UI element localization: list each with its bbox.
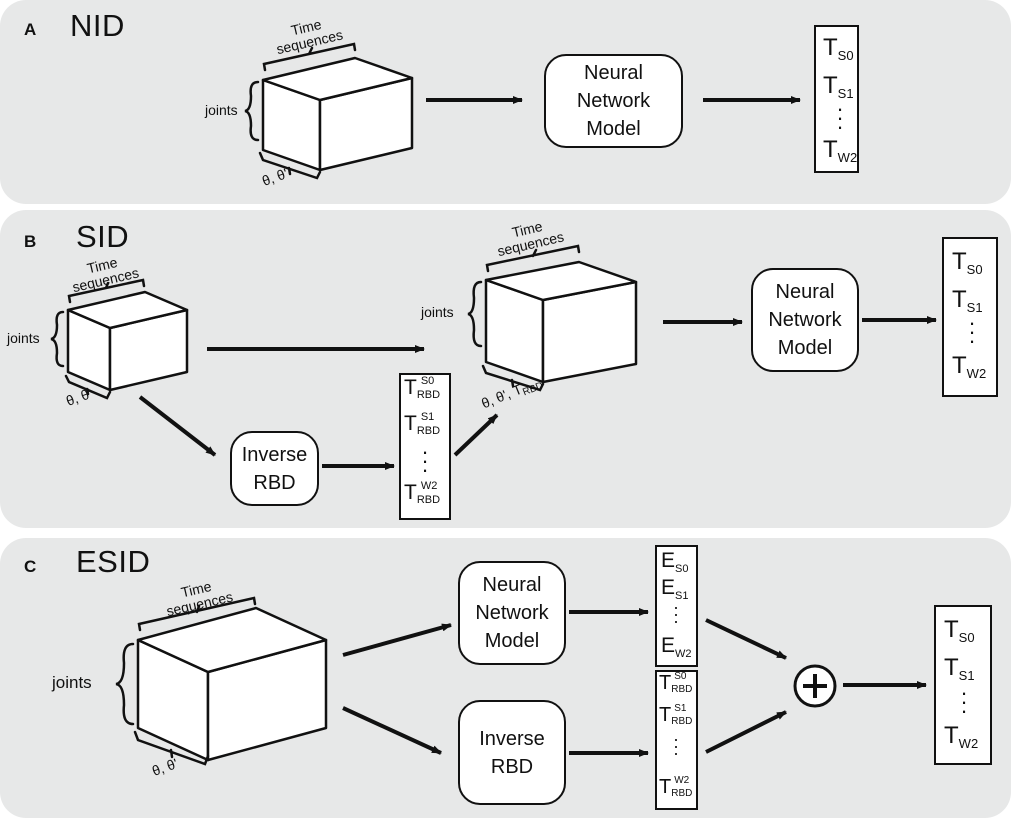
input-tensor-cube-a <box>261 56 414 172</box>
vertical-dots-c-rbd: · · · <box>673 729 679 763</box>
token-ts0-c: TS0 <box>944 616 975 645</box>
token-ts0-b: TS0 <box>952 248 983 277</box>
time-brace-b1 <box>67 278 146 304</box>
panel-b-letter: B <box>24 232 37 251</box>
theta-brace-a <box>258 151 322 180</box>
token-ts1-c: TS1 <box>944 654 975 683</box>
input-tensor-cube-b2 <box>484 260 638 384</box>
rbd-torque-vector-b <box>399 373 451 520</box>
arrow-c1 <box>342 623 452 657</box>
rbd-torque-vector-c <box>655 670 698 810</box>
error-vector-c <box>655 545 698 667</box>
time-brace-a <box>262 42 357 72</box>
output-torque-vector-c <box>934 605 992 765</box>
token-tw2-a: TW2 <box>823 136 858 165</box>
theta-brace-c <box>133 730 210 766</box>
joints-label-c: joints <box>52 673 92 692</box>
token-ts1-b: TS1 <box>952 286 983 315</box>
arrow-c5 <box>705 618 787 660</box>
time-brace-b2 <box>485 244 581 273</box>
token-tw2-c: TW2 <box>944 722 979 751</box>
joints-brace-b1 <box>50 310 65 368</box>
theta-brace-b1 <box>64 374 112 400</box>
vertical-dots-c-out: · · · <box>960 680 968 723</box>
input-tensor-cube-c <box>136 606 328 762</box>
panel-a-letter: A <box>24 20 37 39</box>
joints-brace-b2 <box>467 280 483 348</box>
theta-brace-b2 <box>481 364 545 392</box>
output-torque-vector-a <box>814 25 859 173</box>
arrow-c2 <box>342 706 442 755</box>
joints-brace-a <box>244 80 260 142</box>
joints-label-a: joints <box>205 102 238 118</box>
time-brace-c <box>137 596 257 632</box>
panel-c-title: ESID <box>76 544 151 579</box>
panel-c-letter: C <box>24 557 37 576</box>
panel-b-title: SID <box>76 219 130 254</box>
token-ew2-c: EW2 <box>661 634 692 660</box>
input-tensor-cube-b1 <box>66 290 189 392</box>
sum-circle <box>793 664 837 708</box>
arrow-b2 <box>138 395 217 457</box>
arrow-c6 <box>705 710 787 754</box>
panel-a-title: NID <box>70 8 125 43</box>
token-tw2-b: TW2 <box>952 352 987 381</box>
joints-label-b1: joints <box>7 330 40 346</box>
token-ts0-a: TS0 <box>823 34 854 63</box>
arrow-b4 <box>453 413 499 457</box>
vertical-dots-b-out: · · · <box>968 310 976 353</box>
joints-label-b2: joints <box>421 304 454 320</box>
token-es0-c: ES0 <box>661 549 689 575</box>
joints-brace-c <box>115 642 135 726</box>
vertical-dots-a: · · · <box>836 96 844 139</box>
vertical-dots-b-rbd: · · · <box>421 439 429 482</box>
token-es1-c: ES1 <box>661 576 689 602</box>
vertical-dots-c-err: · · · <box>673 597 679 631</box>
output-torque-vector-b <box>942 237 998 397</box>
token-ts1-a: TS1 <box>823 72 854 101</box>
